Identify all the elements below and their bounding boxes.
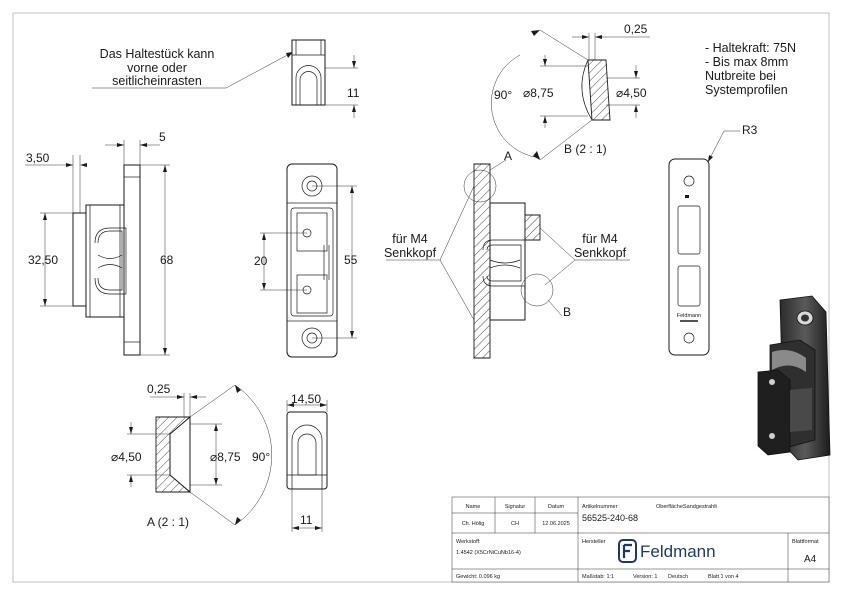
section-a-marker: A — [504, 149, 512, 163]
tb-hdr-datum: Datum — [548, 504, 565, 510]
tb-hdr-signatur: Signatur — [505, 504, 526, 510]
detail-a-4-50: ⌀4,50 — [111, 450, 142, 464]
dim-side-3-50: 3,50 — [26, 151, 50, 165]
sheet-border — [12, 12, 830, 583]
tb-werkstoff-value: 1.4542 (X5CrNiCuNb16-4) — [456, 550, 521, 556]
spec-line-3: Nutbreite bei — [705, 69, 776, 83]
section-b-marker: B — [563, 305, 571, 319]
tb-sprache: Deutsch — [668, 574, 688, 580]
dim-side-68: 68 — [160, 253, 174, 267]
detail-a-view: 0,25 ⌀4,50 ⌀8,75 90° A (2 : 1) — [111, 382, 273, 529]
tb-gewicht: Gewicht: 0.096 kg — [456, 574, 500, 580]
mounting-plate-view: Feldmann R3 — [668, 123, 758, 356]
tb-massstab: Maßstab: 1:1 — [582, 574, 614, 580]
detail-a-angle: 90° — [252, 450, 270, 464]
dim-front-20: 20 — [254, 254, 268, 268]
detail-b-label: B (2 : 1) — [564, 142, 607, 156]
side-view: 3,50 5 32,50 68 — [25, 130, 174, 356]
tb-surface-value: Sandgestrahlt — [683, 504, 717, 510]
tb-blatt: Blatt 1 von 4 — [708, 574, 739, 580]
detail-a-label: A (2 : 1) — [147, 515, 189, 529]
product-3d-render — [757, 295, 831, 461]
note-haltestueck: Das Haltestück kann vorne oder seitliche… — [92, 47, 294, 89]
tb-hdr-name: Name — [466, 504, 481, 510]
detail-a-0-25: 0,25 — [147, 382, 171, 396]
logo-text: Feldmann — [640, 542, 716, 561]
tb-surface-label: Oberfläche: — [656, 504, 685, 510]
detail-b-4-50: ⌀4,50 — [616, 86, 647, 100]
dim-top-11: 11 — [347, 86, 360, 100]
spec-line-1: - Haltekraft: 75N — [705, 41, 796, 55]
feldmann-logo: Feldmann — [618, 539, 716, 563]
detail-b-angle: 90° — [494, 88, 512, 102]
dim-side-5: 5 — [159, 130, 166, 144]
note-line-2: vorne oder — [127, 61, 187, 75]
note-line-3: seitlicheinrasten — [112, 74, 202, 88]
tb-werkstoff-label: Werkstoff: — [456, 539, 481, 545]
note-line-1: Das Haltestück kann — [100, 47, 215, 61]
screw-right-1: für M4 — [582, 232, 617, 246]
section-view: A B für M4 Senkkopf für M4 Senkkopf — [384, 149, 630, 359]
tb-drawn-sig: CH — [511, 521, 519, 527]
bottom-view-clip: 14,50 11 — [286, 392, 328, 532]
specs-note: - Haltekraft: 75N - Bis max 8mm Nutbreit… — [705, 41, 796, 97]
radius-label: R3 — [742, 123, 758, 137]
spec-line-4: Systemprofilen — [705, 83, 788, 97]
top-view-clip: 11 — [291, 39, 360, 118]
tb-blattformat-label: Blattformat — [792, 539, 819, 545]
screw-left-2: Senkkopf — [384, 246, 437, 260]
dim-bottom-11: 11 — [300, 513, 313, 527]
dim-side-32-50: 32,50 — [28, 253, 58, 267]
tb-artikel-label: Artikelnummer — [582, 504, 618, 510]
tb-blattformat-value: A4 — [804, 554, 817, 565]
title-block: Name Signatur Datum Ch. Hölig CH 12.06.2… — [451, 496, 830, 583]
tb-drawn-date: 12.06.2025 — [542, 521, 570, 527]
tb-drawn-name: Ch. Hölig — [462, 521, 485, 527]
screw-right-2: Senkkopf — [574, 246, 627, 260]
detail-a-8-75: ⌀8,75 — [210, 450, 241, 464]
detail-b-view: 90° 0,25 ⌀8,75 ⌀4,50 B (2 : 1) — [491, 22, 650, 161]
dim-bottom-14-50: 14,50 — [291, 392, 321, 406]
dim-front-55: 55 — [344, 253, 358, 267]
tb-version: Version: 1 — [633, 574, 657, 580]
plate-brand-text: Feldmann — [677, 313, 701, 319]
detail-b-0-25: 0,25 — [624, 22, 648, 36]
front-view: 20 55 — [254, 163, 358, 358]
spec-line-2: - Bis max 8mm — [705, 55, 788, 69]
tb-hersteller-label: Hersteller — [582, 539, 606, 545]
tb-artikel-value: 56525-240-68 — [582, 513, 638, 523]
screw-left-1: für M4 — [392, 232, 427, 246]
detail-b-8-75: ⌀8,75 — [523, 86, 554, 100]
